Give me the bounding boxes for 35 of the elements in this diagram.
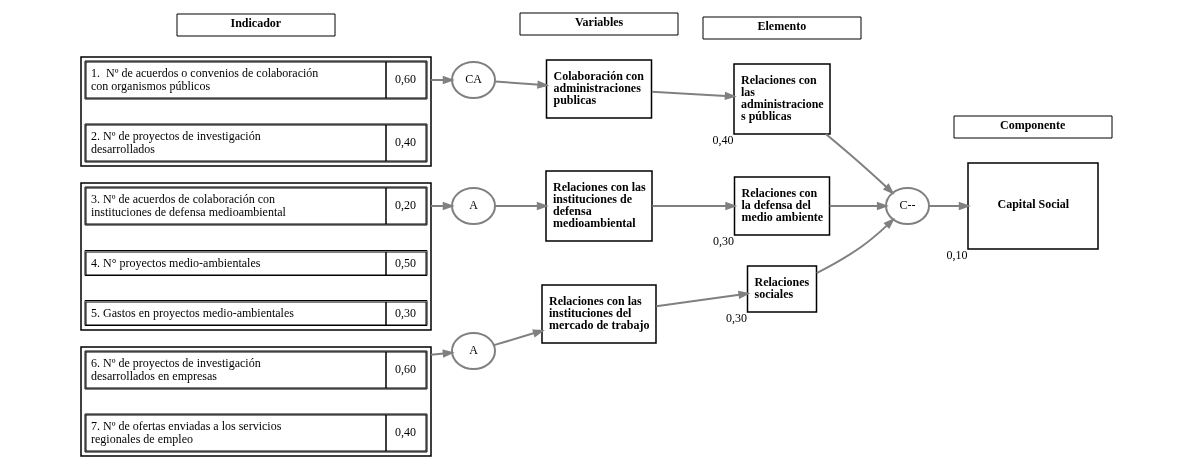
node-label: 0,30 bbox=[725, 310, 747, 325]
node-box: Relaciones con las administracione s públicas bbox=[732, 62, 831, 135]
arrow bbox=[824, 132, 895, 195]
cluster bbox=[79, 55, 432, 167]
cluster bbox=[79, 345, 432, 457]
node-box: Relaciones con las instituciones de defensa medioambiental bbox=[544, 169, 653, 242]
node-box: Variables bbox=[519, 12, 678, 35]
node-box: Colaboración con administraciones publicas bbox=[545, 58, 652, 119]
arrow bbox=[492, 328, 545, 346]
node-label: 0,40 bbox=[712, 132, 733, 147]
arrow bbox=[429, 348, 455, 358]
node-box: Elemento bbox=[702, 16, 861, 39]
node-ellipse: A bbox=[450, 186, 496, 225]
node-label: 0,30 bbox=[712, 233, 734, 248]
node-box: Relaciones con las instituciones del mercado de trabajo bbox=[540, 283, 657, 344]
arrow bbox=[927, 201, 971, 210]
node-box: Relaciones sociales bbox=[746, 264, 817, 313]
cluster bbox=[79, 181, 432, 331]
arrow bbox=[828, 201, 889, 210]
node-box: Relaciones con la defensa del medio ambiente bbox=[733, 175, 830, 236]
node-ellipse: A bbox=[450, 331, 496, 370]
node-box: Indicador bbox=[176, 13, 335, 36]
node-label: 0,10 bbox=[946, 247, 967, 262]
node-box: Componente bbox=[953, 115, 1112, 138]
node-ellipse: C-- bbox=[884, 186, 930, 225]
node-ellipse: CA bbox=[450, 60, 496, 99]
arrow bbox=[493, 79, 549, 89]
arrow bbox=[650, 201, 737, 210]
arrow bbox=[650, 90, 737, 100]
arrow bbox=[654, 290, 750, 307]
node-box: Capital Social bbox=[966, 161, 1099, 250]
arrow bbox=[429, 201, 455, 210]
arrow bbox=[429, 75, 455, 84]
arrow bbox=[815, 217, 895, 274]
arrow bbox=[493, 201, 549, 210]
